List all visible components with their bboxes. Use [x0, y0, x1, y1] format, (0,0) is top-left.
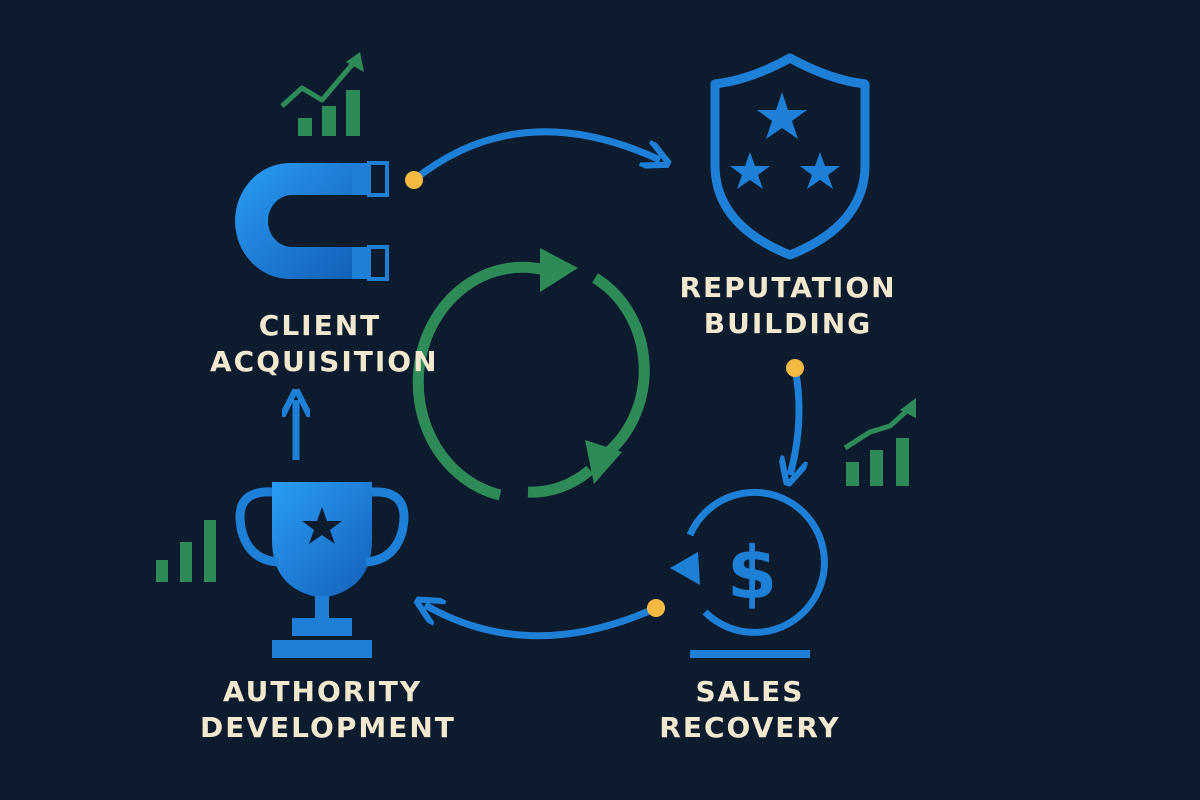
accent-dot	[786, 359, 804, 377]
growth-chart-icon-right	[843, 398, 916, 486]
label-line-1: AUTHORITY	[222, 675, 423, 708]
shield-stars-icon	[710, 53, 870, 260]
accent-dot	[647, 599, 665, 617]
star-icon	[757, 92, 807, 139]
label-line-1: CLIENT	[258, 309, 382, 342]
star-icon	[302, 507, 342, 544]
arrow-sales-to-authority	[425, 599, 665, 640]
node-label-client-acquisition: CLIENT ACQUISITION	[210, 308, 439, 380]
growth-chart-icon-top	[280, 52, 364, 136]
cycle-arrows-icon	[412, 248, 650, 501]
arrow-reputation-to-sales	[786, 359, 804, 475]
label-line-1: REPUTATION	[679, 271, 897, 304]
label-line-2: BUILDING	[703, 307, 873, 340]
node-label-sales-recovery: SALES RECOVERY	[650, 674, 850, 746]
star-icon	[730, 152, 770, 189]
label-line-1: SALES	[695, 675, 805, 708]
label-line-2: DEVELOPMENT	[200, 711, 456, 744]
star-icon	[800, 152, 840, 189]
label-line-2: ACQUISITION	[210, 345, 439, 378]
trophy-icon	[235, 482, 409, 658]
arrow-client-to-reputation	[405, 128, 660, 189]
dollar-coin-icon: $	[670, 488, 828, 658]
magnet-icon	[235, 161, 389, 281]
accent-dot	[405, 171, 423, 189]
svg-text:$: $	[727, 531, 777, 615]
node-label-authority-development: AUTHORITY DEVELOPMENT	[200, 674, 456, 746]
node-label-reputation-building: REPUTATION BUILDING	[668, 270, 908, 342]
label-line-2: RECOVERY	[659, 711, 841, 744]
growth-chart-icon-left	[156, 520, 216, 582]
